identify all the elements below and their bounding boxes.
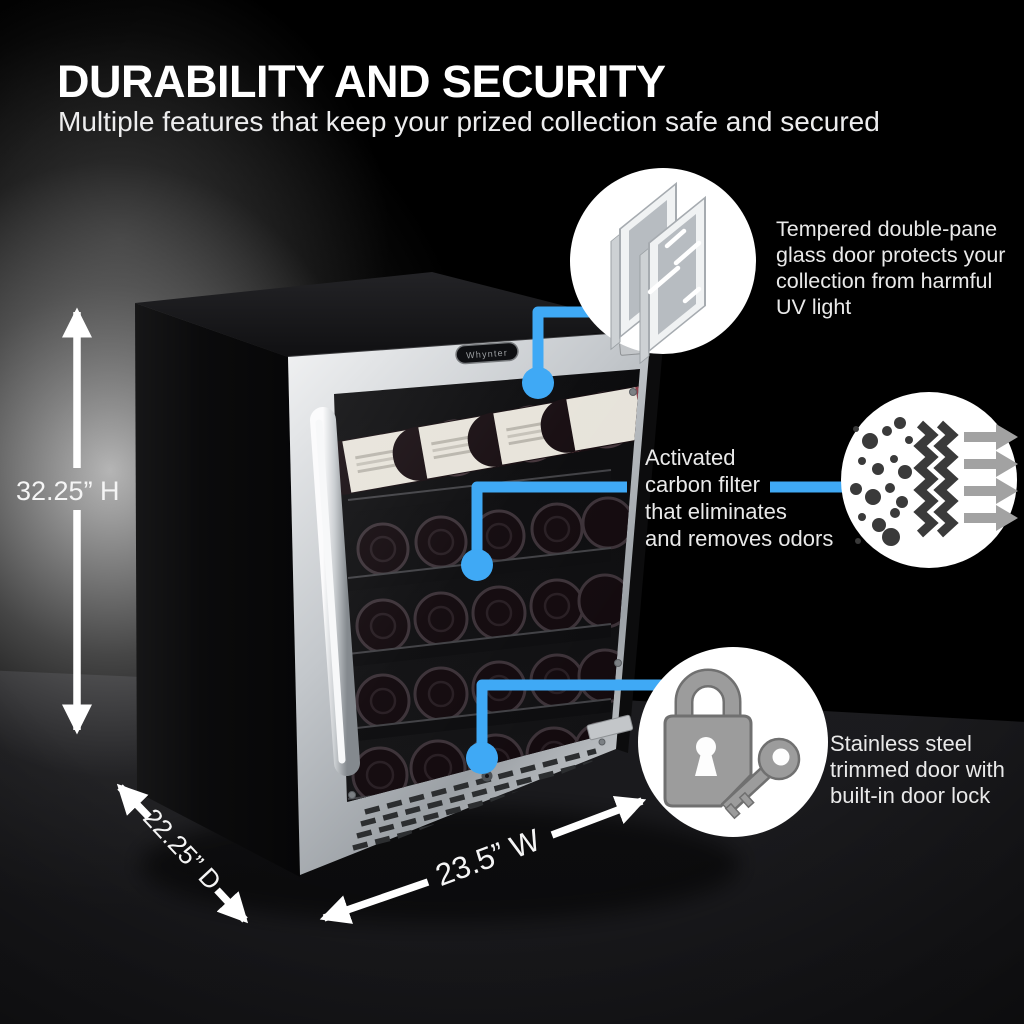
key [720, 737, 801, 820]
filter-zigzag [913, 420, 959, 538]
feature-circle-lock [638, 647, 828, 837]
dimension-arrows [62, 307, 647, 924]
carbon-filter-icon [850, 417, 1018, 546]
lock-and-key-icon [663, 668, 801, 820]
glass-shine-lines [647, 228, 702, 304]
glass-reflection [334, 369, 640, 802]
door-handle [310, 407, 360, 776]
page-title: DURABILITY AND SECURITY [57, 56, 666, 107]
page-subtitle: Multiple features that keep your prized … [58, 106, 880, 137]
feature-text-glass: Tempered double-pane glass door protects… [776, 217, 1006, 319]
cabinet-top-face [135, 272, 655, 357]
connector-glass [532, 306, 600, 383]
feature-text-carbon: Activated carbon filter that eliminates … [645, 445, 834, 551]
width-arrow [319, 795, 647, 924]
feature-circle-carbon [841, 392, 1018, 568]
height-dimension-label: 32.25” H [16, 476, 120, 506]
connector-carbon [471, 481, 627, 565]
wine-cooler: Whynter [135, 272, 664, 877]
feature-circle-glass [570, 168, 756, 365]
cabinet-left-face [135, 303, 300, 877]
screws [348, 388, 637, 799]
connector-carbon-dot [461, 549, 493, 581]
feature-callouts [570, 168, 1018, 837]
connector-glass-dot [522, 367, 554, 399]
callout-connectors [461, 306, 848, 774]
connector-lock-dot [466, 742, 498, 774]
double-pane-glass-icon [610, 181, 706, 365]
brand-label: Whynter [466, 348, 509, 361]
brand-badge: Whynter [455, 341, 519, 365]
connector-lock [476, 679, 665, 758]
feature-text-lock: Stainless steel trimmed door with built-… [830, 731, 1005, 808]
bottom-hinge [586, 714, 634, 741]
depth-arrow [116, 783, 249, 924]
airflow-arrows [964, 424, 1018, 531]
cabinet-right-edge [616, 331, 664, 753]
carbon-particles [850, 417, 913, 546]
